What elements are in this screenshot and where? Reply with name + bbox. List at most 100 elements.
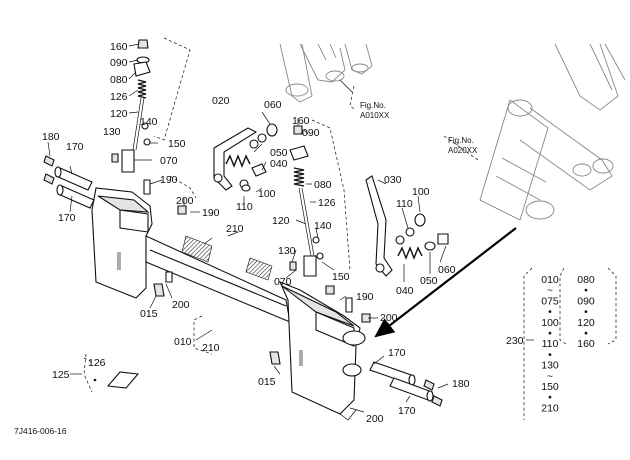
kit-item: ~ (547, 285, 553, 297)
callout: 050 (270, 147, 288, 159)
callout: 180 (42, 131, 60, 143)
callout: 060 (264, 99, 282, 111)
callout: 080 (110, 74, 128, 86)
callout: 126 (110, 91, 128, 103)
kit-item: 100 (541, 317, 559, 329)
spring-pack-lower (395, 213, 449, 260)
callout: 030 (384, 174, 402, 186)
fig-ref-label: Fig.No. (360, 101, 386, 110)
callout: 190 (160, 174, 178, 186)
spring-pack-upper (225, 123, 278, 192)
callout: 170 (398, 405, 416, 417)
frame-right-plate (278, 280, 366, 421)
callout: 160 (292, 115, 310, 127)
callout: 120 (110, 108, 128, 120)
leader-lines (47, 43, 449, 413)
callout: 130 (278, 245, 296, 257)
callout: 015 (140, 308, 158, 320)
kit-item: 150 (541, 381, 559, 393)
callout: 100 (258, 188, 276, 200)
callout: 130 (103, 126, 121, 138)
kit-item: • (584, 306, 588, 318)
callout: 110 (396, 198, 413, 210)
decal-125 (93, 371, 140, 389)
callout: 140 (314, 220, 332, 232)
kit-column-2: 080•090•120•160 (577, 274, 595, 350)
kit-item: 120 (577, 317, 595, 329)
callout: 140 (140, 116, 158, 128)
callout: 040 (396, 285, 414, 297)
center-bolts (269, 285, 371, 365)
kit-230-listing: 230 010~075•100•110•130~150•210 080•090•… (506, 274, 595, 414)
kit-item: 080 (577, 274, 595, 286)
kit-item: ~ (547, 370, 553, 382)
callout: 090 (302, 127, 320, 139)
kit-item: • (548, 392, 552, 404)
drawing-code: 7J416-006-16 (14, 426, 67, 436)
fig-ref-code: A020XX (448, 146, 478, 155)
callout: 010 (174, 336, 192, 348)
callout: 100 (412, 186, 430, 198)
ghost-linkage-a010xx (279, 43, 373, 103)
callout: 150 (332, 271, 350, 283)
callout: 080 (314, 179, 332, 191)
callout: 020 (212, 95, 230, 107)
right-control-rod (289, 125, 324, 277)
kit-item: • (548, 328, 552, 340)
kit-item: 075 (541, 295, 559, 307)
kit-item: 110 (542, 338, 559, 350)
callout: 070 (160, 155, 178, 167)
callout: 200 (366, 413, 384, 425)
kit-item: • (548, 306, 552, 318)
kit-item: 160 (577, 338, 595, 350)
callout: 170 (388, 347, 406, 359)
callout: 170 (66, 141, 84, 153)
callout: 190 (356, 291, 374, 303)
callout: 110 (236, 201, 253, 213)
callout: 015 (258, 376, 276, 388)
kit-column-1: 010~075•100•110•130~150•210 (541, 274, 559, 414)
kit-item: 010 (541, 274, 559, 286)
lever-030 (365, 175, 393, 277)
kit-item: • (548, 349, 552, 361)
callout: 040 (270, 158, 288, 170)
frame-left-plate (91, 187, 153, 299)
callout: 126 (318, 197, 336, 209)
callout: 126 (88, 357, 106, 369)
callout: 150 (168, 138, 186, 150)
fig-ref-code: A010XX (360, 111, 390, 120)
right-pins (369, 361, 443, 407)
left-bolts (143, 179, 187, 297)
callout: 070 (274, 276, 292, 288)
ghost-linkage-a020xx (479, 43, 626, 221)
fig-ref-label: Fig.No. (448, 136, 474, 145)
left-control-rod (111, 39, 151, 173)
fig-references: Fig.No. A010XX Fig.No. A020XX (360, 101, 478, 155)
callout: 160 (110, 41, 128, 53)
callout: 060 (438, 264, 456, 276)
callout: 180 (452, 378, 470, 390)
callout: 120 (272, 215, 290, 227)
callout: 125 (52, 369, 70, 381)
callout-labels: 160 090 080 126 120 130 140 150 070 180 … (42, 41, 470, 425)
left-pins (43, 155, 95, 209)
callout: 210 (226, 223, 244, 235)
lever-020 (213, 127, 258, 191)
callout: 200 (380, 312, 398, 324)
callout: 200 (176, 195, 194, 207)
reference-arrow (374, 227, 517, 338)
callout: 190 (202, 207, 220, 219)
callout: 170 (58, 212, 76, 224)
kit-item: • (584, 328, 588, 340)
callout: 210 (202, 342, 220, 354)
callout: 200 (172, 299, 190, 311)
kit-item: • (584, 285, 588, 297)
kit-item: 130 (541, 360, 559, 372)
callout: 090 (110, 57, 128, 69)
kit-number: 230 (506, 335, 524, 347)
callout: 050 (420, 275, 438, 287)
kit-item: 090 (577, 295, 595, 307)
kit-item: 210 (541, 402, 559, 414)
